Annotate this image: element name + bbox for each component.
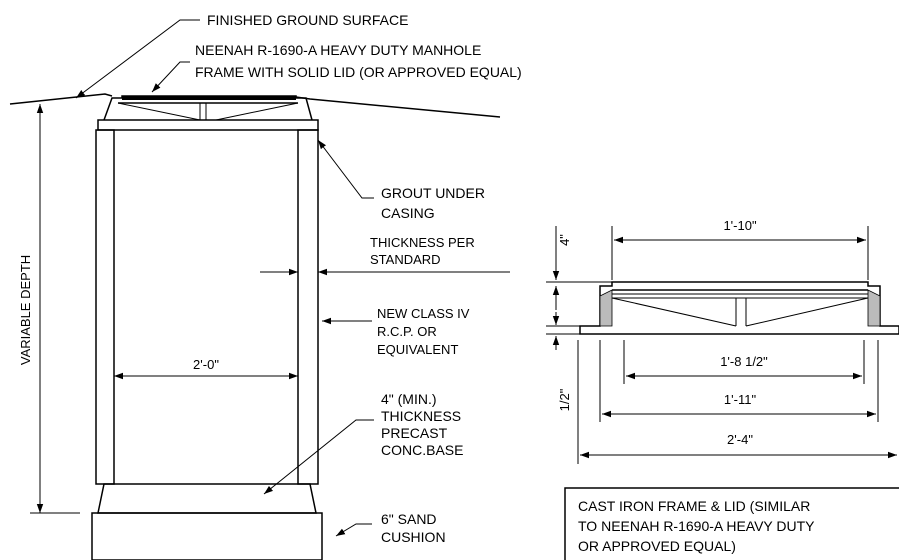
sand-cushion [91, 512, 323, 560]
precast-base [97, 483, 317, 514]
finished-ground-label: FINISHED GROUND SURFACE [207, 12, 408, 28]
sand-label-1: 6" SAND [381, 511, 437, 527]
frame-label-2: FRAME WITH SOLID LID (OR APPROVED EQUAL) [195, 64, 522, 80]
callouts: FINISHED GROUND SURFACE NEENAH R-1690-A … [75, 12, 522, 545]
wall-right [297, 129, 319, 485]
rcp-label-1: NEW CLASS IV [377, 306, 470, 321]
frame-label-1: NEENAH R-1690-A HEAVY DUTY MANHOLE [195, 42, 481, 58]
note-line-2: TO NEENAH R-1690-A HEAVY DUTY [578, 518, 815, 534]
thickness-label-2: STANDARD [370, 252, 441, 267]
frame-detail: 1'-10" 4" 1/2" 1'-8 1/2" 1'-11" [546, 218, 899, 560]
dim-half-label: 1/2" [557, 388, 572, 411]
dim-top-label: 1'-10" [723, 218, 757, 233]
dim-3-label: 2'-4" [727, 432, 753, 447]
grout-label-2: CASING [381, 205, 435, 221]
note-line-1: CAST IRON FRAME & LID (SIMILAR [578, 498, 810, 514]
rcp-label-3: EQUIVALENT [377, 342, 458, 357]
dim-1-label: 1'-8 1/2" [720, 354, 768, 369]
base-label-3: PRECAST [381, 425, 448, 441]
base-label-4: CONC.BASE [381, 442, 463, 458]
note-box [564, 487, 899, 560]
grout-label-1: GROUT UNDER [381, 185, 485, 201]
manhole-section: 2'-0" VARIABLE DEPTH [9, 93, 510, 560]
dim-four-label: 4" [557, 234, 572, 246]
variable-depth-label: VARIABLE DEPTH [18, 255, 33, 365]
thickness-label-1: THICKNESS PER [370, 235, 475, 250]
ground-line-left [9, 93, 113, 105]
base-label-1: 4" (MIN.) [381, 391, 437, 407]
manhole-frame [97, 95, 319, 131]
rcp-label-2: R.C.P. OR [377, 324, 437, 339]
ground-line-right [295, 96, 501, 118]
note-line-3: OR APPROVED EQUAL) [578, 538, 736, 554]
dim-2-label: 1'-11" [724, 392, 757, 407]
base-label-2: THICKNESS [381, 408, 461, 424]
sand-label-2: CUSHION [381, 529, 446, 545]
inner-width-label: 2'-0" [193, 357, 219, 372]
wall-left [95, 129, 115, 485]
